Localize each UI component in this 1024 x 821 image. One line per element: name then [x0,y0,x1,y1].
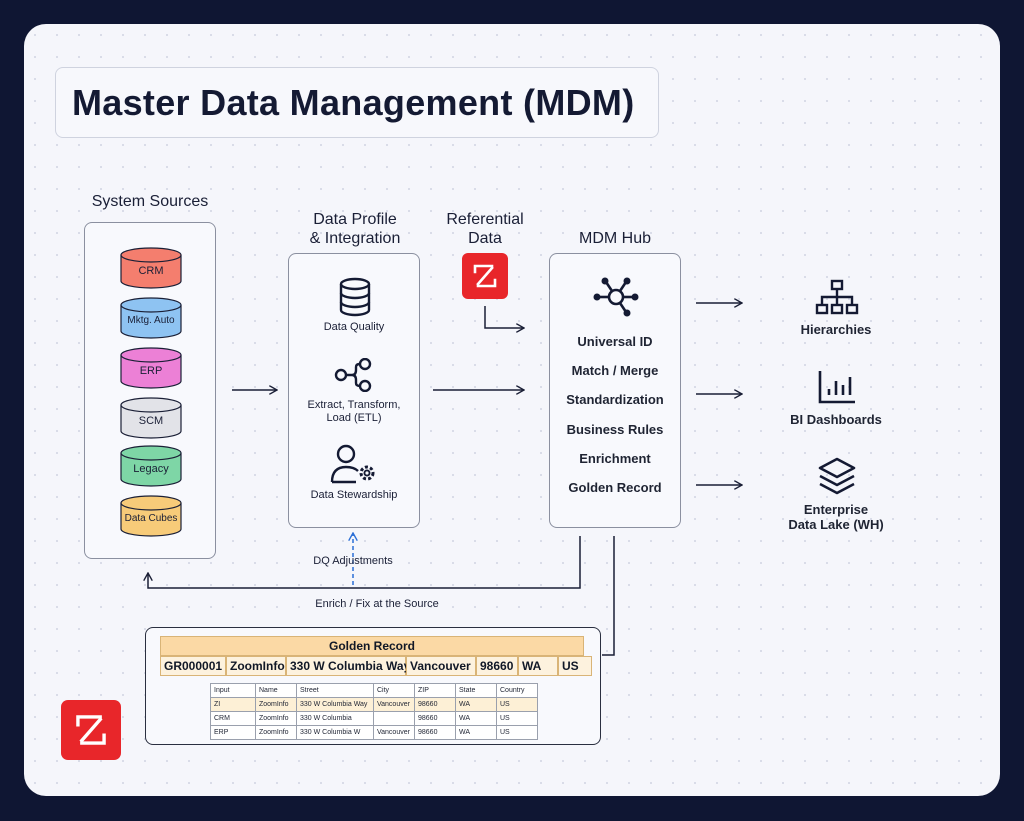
table-cell: Vancouver [373,697,415,712]
source-db-label: Legacy [133,463,169,475]
brand-logo [61,700,121,760]
source-db-label: SCM [138,415,164,427]
layers-icon [818,457,856,495]
hierarchy-icon [815,279,859,315]
data-quality-label: Data Quality [323,321,385,333]
source-db-label: ERP [139,365,163,377]
table-cell [373,711,415,726]
hierarchies-label: Hierarchies [800,322,872,337]
golden-record-cell: WA [518,656,558,676]
table-cell: WA [455,725,497,740]
source-db-label: Data Cubes [124,513,178,524]
page-title: Master Data Management (MDM) [55,67,659,138]
table-cell: 330 W Columbia W [296,725,374,740]
hub-item-standardization: Standardization [566,392,664,407]
zoominfo-logo [462,253,508,299]
source-db-label: CRM [138,265,164,277]
table-cell: WA [455,697,497,712]
dq-adjustments-label: DQ Adjustments [313,555,393,567]
cylinder-icon [120,297,182,339]
logo-mark-icon [76,715,106,745]
golden-record-cell: 98660 [476,656,518,676]
table-cell: Vancouver [373,725,415,740]
system-sources-heading: System Sources [91,193,209,210]
data-stewardship-label: Data Stewardship [310,489,398,501]
enterprise-data-lake-label: Enterprise Data Lake (WH) [788,502,884,532]
table-cell: 98660 [414,725,456,740]
hub-item-enrichment: Enrichment [579,451,651,466]
table-header-cell: Input [210,683,256,698]
golden-record-title: Golden Record [160,636,584,656]
etl-share-icon [334,358,372,392]
table-cell: 98660 [414,711,456,726]
golden-record-cell: 330 W Columbia Way [286,656,410,676]
cylinder-icon [120,347,182,389]
table-cell: ZoomInfo [255,725,297,740]
arrow-enrich-fix-feedback [148,536,581,589]
source-db-mktg-auto: Mktg. Auto [119,296,183,340]
source-db-crm: CRM [119,246,183,290]
bar-chart-icon [818,371,855,404]
enrich-fix-label: Enrich / Fix at the Source [315,598,439,610]
source-db-data-cubes: Data Cubes [119,494,183,538]
table-cell: 98660 [414,697,456,712]
table-header-cell: Street [296,683,374,698]
database-icon [339,277,371,317]
table-header-cell: State [455,683,497,698]
table-header-cell: Name [255,683,297,698]
golden-record-cell: US [558,656,592,676]
hub-item-universal-id: Universal ID [577,334,653,349]
user-gear-icon [330,444,375,484]
hub-item-match-merge: Match / Merge [571,363,659,378]
hub-item-business-rules: Business Rules [566,422,664,437]
table-cell: 330 W Columbia [296,711,374,726]
referential-data-heading: Referential Data [446,211,524,247]
table-cell: CRM [210,711,256,726]
mdm-hub-heading: MDM Hub [578,230,651,247]
hub-network-icon [593,277,639,317]
table-cell: US [496,711,538,726]
hub-item-golden-record: Golden Record [568,480,662,495]
table-cell: ERP [210,725,256,740]
source-db-label: Mktg. Auto [127,315,175,326]
cylinder-icon [120,397,182,439]
table-header-cell: Country [496,683,538,698]
table-header-cell: City [373,683,415,698]
table-header-cell: ZIP [414,683,456,698]
source-db-scm: SCM [119,396,183,440]
golden-record-cell: ZoomInfo [226,656,286,676]
table-cell: ZI [210,697,256,712]
connector-hub-to-golden-record [602,536,615,656]
source-db-erp: ERP [119,346,183,390]
source-db-legacy: Legacy [119,444,183,488]
table-cell: 330 W Columbia Way [296,697,374,712]
data-profile-heading: Data Profile & Integration [309,211,401,247]
logo-mark-icon [473,264,497,288]
arrow-referential-to-hub [484,306,524,328]
cylinder-icon [120,247,182,289]
golden-record-cell: Vancouver [406,656,476,676]
cylinder-icon [120,445,182,487]
table-cell: US [496,697,538,712]
golden-record-cell: GR000001 [160,656,226,676]
bi-dashboards-label: BI Dashboards [790,412,882,427]
table-cell: US [496,725,538,740]
cylinder-icon [120,495,182,537]
table-cell: WA [455,711,497,726]
table-cell: ZoomInfo [255,697,297,712]
etl-label: Extract, Transform, Load (ETL) [307,399,401,424]
table-cell: ZoomInfo [255,711,297,726]
